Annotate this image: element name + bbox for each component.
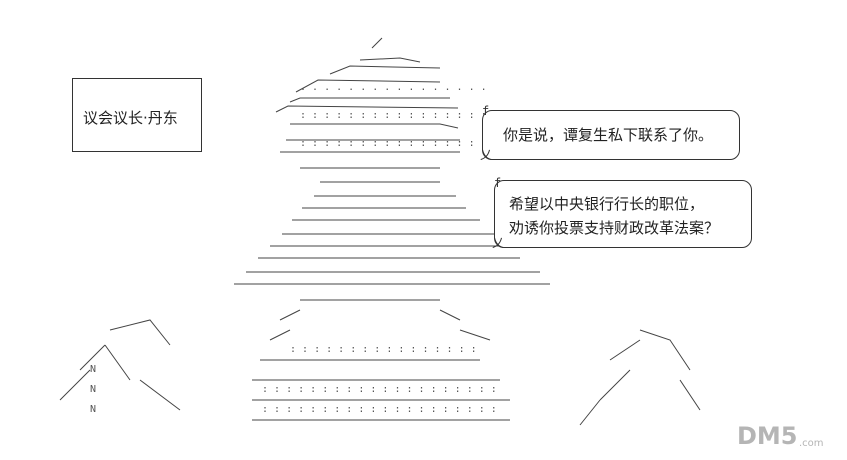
speech-text-2-line-1: 希望以中央银行行长的职位， <box>509 195 705 213</box>
logo-mark: DM5 <box>737 422 798 450</box>
speaker-name: 议会议长·丹东 <box>83 109 178 127</box>
bubble-1-tail-top: f <box>482 104 490 118</box>
svg-text:: : : : : : : : : : : : : : :: : : : : : : : : : : : : : : : : <box>300 138 487 149</box>
speech-text-1: 你是说，谭复生私下联系了你。 <box>503 126 714 144</box>
dm5-logo: DM5 .com <box>737 422 824 450</box>
svg-text:N: N <box>90 404 96 415</box>
svg-text:: : : : : : : : : : : : : : :: : : : : : : : : : : : : : : : : <box>290 344 477 355</box>
bubble-1-tail-bottom: 乂 <box>480 148 493 162</box>
svg-text:. . . . . . . . . . . . . . .: . . . . . . . . . . . . . . . . <box>300 82 487 93</box>
svg-text:: : : : : : : : : : : : : : :: : : : : : : : : : : : : : : : : <box>300 110 487 121</box>
bubble-2-tail-top: f <box>494 176 502 190</box>
hair-top <box>359 37 421 63</box>
speaker-name-box: 议会议长·丹东 <box>72 78 202 152</box>
svg-text:N: N <box>90 384 96 395</box>
speech-text-2-line-2: 劝诱你投票支持财政改革法案？ <box>509 219 720 237</box>
speech-bubble-1: 你是说，谭复生私下联系了你。 <box>482 110 740 160</box>
bubble-2-tail-bottom: 乂 <box>492 236 505 250</box>
svg-text:: : : : : : : : : : : : : : :: : : : : : : : : : : : : : : : : : : : : <box>262 384 497 395</box>
speech-bubble-2: 希望以中央银行行长的职位， 劝诱你投票支持财政改革法案？ <box>494 180 752 248</box>
svg-text:: : : : : : : : : : : : : : :: : : : : : : : : : : : : : : : : : : : : <box>262 404 497 415</box>
svg-text:N: N <box>90 364 96 375</box>
logo-suffix: .com <box>799 438 824 449</box>
